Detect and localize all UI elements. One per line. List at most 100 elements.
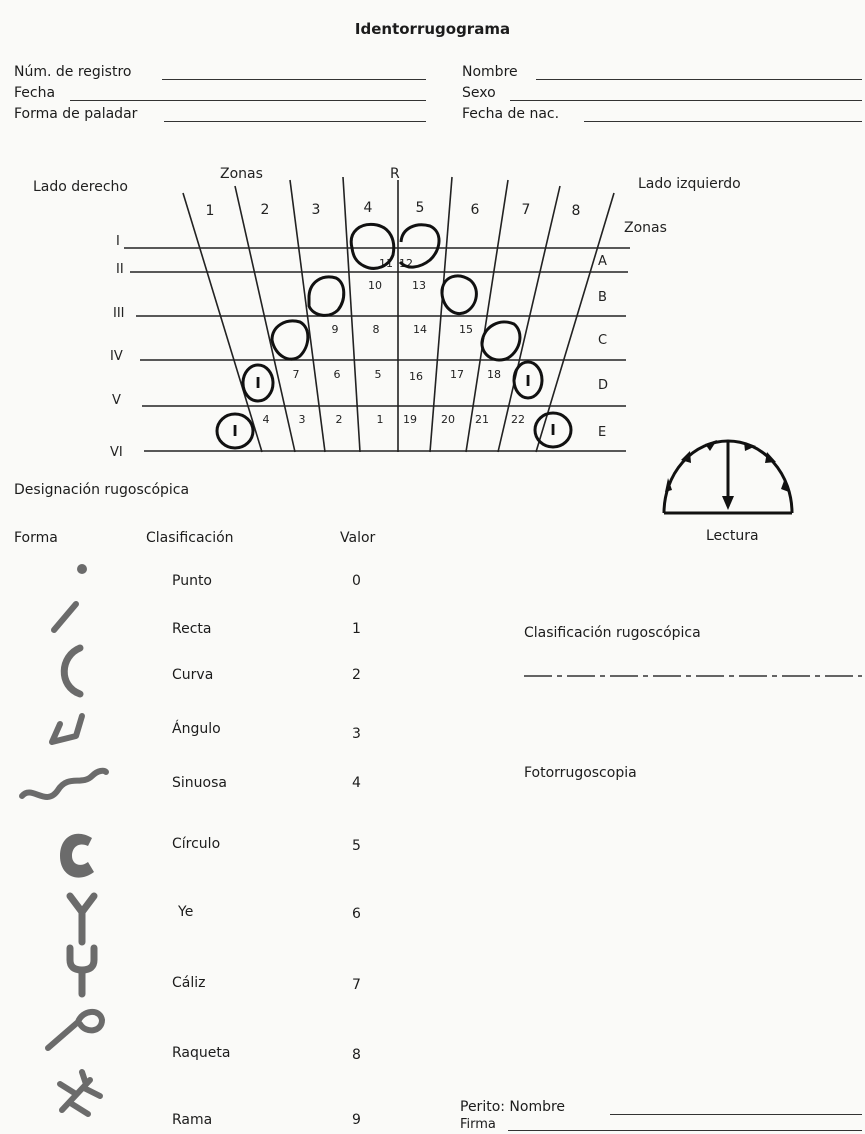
chalice-shape-icon — [70, 948, 94, 994]
cell-number: 15 — [459, 323, 473, 336]
roman-row-label: VI — [110, 445, 123, 460]
clasificacion-cell: Ye — [178, 904, 193, 920]
cell-number: 21 — [475, 413, 489, 426]
zone-number: 5 — [416, 200, 425, 216]
roman-row-label: II — [116, 262, 124, 277]
valor-cell: 4 — [352, 775, 361, 791]
zone-divider — [183, 193, 262, 452]
zonas-right-label: Zonas — [624, 220, 667, 236]
circle-shape-icon — [60, 834, 94, 878]
zone-number: 6 — [471, 202, 480, 218]
zone-number: 4 — [364, 200, 373, 216]
wavy-shape-icon — [22, 771, 106, 797]
racket-shape-icon — [48, 1012, 102, 1048]
zone-number: 7 — [522, 202, 531, 218]
roman-row-label: III — [113, 306, 125, 321]
clasificacion-cell: Recta — [172, 621, 211, 637]
roman-row-label: V — [112, 393, 121, 408]
letter-row-label: D — [598, 378, 608, 393]
clasificacion-cell: Raqueta — [172, 1045, 230, 1061]
rugae-mark-11 — [351, 224, 394, 268]
rugae-mark-letter: I — [232, 422, 238, 440]
zone-divider — [430, 177, 452, 452]
cell-number: 18 — [487, 368, 501, 381]
lectura-arrow-icon — [722, 496, 734, 510]
valor-cell: 8 — [352, 1047, 361, 1063]
cell-number: 16 — [409, 370, 423, 383]
letter-row-label: A — [598, 254, 607, 269]
rugae-mark-letter: I — [550, 421, 556, 439]
rugae-mark-letter: I — [255, 374, 261, 392]
clasificacion-cell: Ángulo — [172, 721, 221, 737]
roman-row-label: IV — [110, 349, 123, 364]
letter-row-label: B — [598, 290, 607, 305]
zonas-left-label: Zonas — [220, 166, 263, 182]
roman-row-label: I — [116, 234, 120, 249]
lado-derecho-label: Lado derecho — [33, 179, 128, 195]
header-clasificacion: Clasificación — [146, 530, 234, 546]
perito-nombre-field[interactable] — [610, 1114, 862, 1115]
cell-number: 7 — [293, 368, 300, 381]
lectura-arrow-icon — [705, 440, 717, 451]
clasificacion-cell: Rama — [172, 1112, 212, 1128]
clasificacion-cell: Círculo — [172, 836, 220, 852]
clasificacion-cell: Punto — [172, 573, 212, 589]
cell-number: 1 — [377, 413, 384, 426]
rugae-mark-9 — [272, 321, 308, 359]
cell-number: 9 — [332, 323, 339, 336]
fotorrugoscopia-label: Fotorrugoscopia — [524, 765, 637, 781]
rugogram-diagram: Lado derecho Lado izquierdo Zonas Zonas … — [0, 0, 865, 540]
rugae-mark-10 — [309, 277, 344, 315]
cell-number: 13 — [412, 279, 426, 292]
header-forma: Forma — [14, 530, 58, 546]
cell-number: 2 — [336, 413, 343, 426]
cell-number: 10 — [368, 279, 382, 292]
valor-cell: 6 — [352, 906, 361, 922]
y-shape-icon — [70, 896, 94, 942]
valor-cell: 9 — [352, 1112, 361, 1128]
cell-number: 5 — [375, 368, 382, 381]
zone-number: 1 — [206, 203, 215, 219]
dot-shape-icon — [77, 564, 87, 574]
valor-cell: 5 — [352, 838, 361, 854]
clasificacion-cell: Cáliz — [172, 975, 205, 991]
valor-cell: 1 — [352, 621, 361, 637]
rugae-mark-letter: I — [525, 372, 531, 390]
cell-number: 19 — [403, 413, 417, 426]
rugae-mark-13 — [442, 276, 476, 314]
lectura-label: Lectura — [706, 528, 759, 544]
lado-izquierdo-label: Lado izquierdo — [638, 176, 741, 192]
clasificacion-rugoscopica-label: Clasificación rugoscópica — [524, 625, 701, 641]
letter-row-label: C — [598, 333, 607, 348]
header-valor: Valor — [340, 530, 375, 546]
valor-cell: 0 — [352, 573, 361, 589]
cell-number: 8 — [373, 323, 380, 336]
lectura-arrow-icon — [744, 442, 756, 451]
cell-number: 17 — [450, 368, 464, 381]
r-label: R — [390, 166, 400, 182]
designacion-heading: Designación rugoscópica — [14, 482, 189, 498]
cell-number: 6 — [334, 368, 341, 381]
perito-firma-label: Firma — [460, 1117, 496, 1132]
valor-cell: 3 — [352, 726, 361, 742]
cell-number: 3 — [299, 413, 306, 426]
cell-number: 4 — [263, 413, 270, 426]
valor-cell: 7 — [352, 977, 361, 993]
cell-number: 22 — [511, 413, 525, 426]
zone-number: 8 — [572, 203, 581, 219]
curve-shape-icon — [64, 648, 80, 694]
clasificacion-cell: Sinuosa — [172, 775, 227, 791]
forma-icons — [0, 550, 140, 1134]
perito-firma-field[interactable] — [508, 1130, 862, 1131]
cell-number: 20 — [441, 413, 455, 426]
perito-nombre-label: Perito: Nombre — [460, 1099, 565, 1115]
cell-number: 14 — [413, 323, 427, 336]
rugae-mark-15 — [482, 322, 520, 360]
straight-line-shape-icon — [54, 604, 76, 630]
angle-shape-icon — [52, 716, 82, 742]
clasificacion-rugoscopica-field[interactable] — [524, 672, 862, 680]
clasificacion-cell: Curva — [172, 667, 213, 683]
zone-divider — [343, 177, 360, 452]
zone-number: 3 — [312, 202, 321, 218]
letter-row-label: E — [598, 425, 606, 440]
